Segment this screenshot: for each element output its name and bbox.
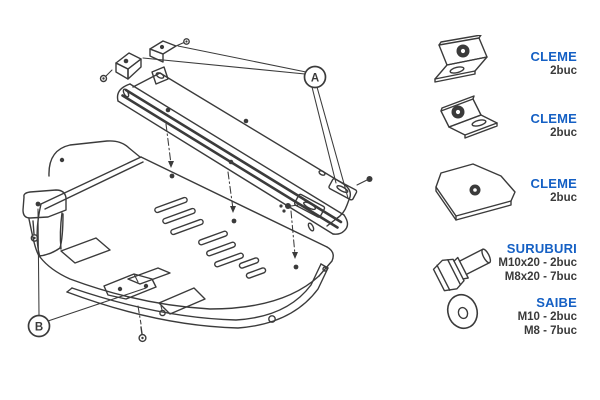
part-name: CLEME [530, 49, 577, 64]
callout-b-label: B [35, 322, 43, 334]
part-name: SURUBURI [506, 241, 577, 256]
part-size-quantity: M10x20 - 2buc [498, 257, 577, 269]
callout-a: A [303, 65, 327, 89]
bottom-bracket-assembly [103, 267, 171, 343]
skid-plate [22, 140, 334, 343]
alignment-dash-lines [137, 123, 298, 325]
part-name: SAIBE [536, 295, 577, 310]
callout-b-leader-lines [37, 208, 147, 322]
part-quantity: 2buc [550, 65, 577, 77]
angle-clamp-left-icon [434, 35, 488, 83]
part-quantity: 2buc [550, 127, 577, 139]
crossmember-rail [116, 66, 373, 235]
parts-list-item-2: CLEME 2buc [531, 112, 578, 140]
callout-a-label: A [311, 73, 319, 85]
part-size-quantity: M8x20 - 7buc [504, 270, 577, 283]
rail-clamp-plate-1 [328, 178, 358, 201]
parts-list-item-3: CLEME 2buc [531, 177, 578, 205]
callout-b: B [27, 314, 51, 338]
mount-bracket-top-right [149, 38, 190, 63]
parts-list-item-4: SURUBURI M10x20 - 2buc M8x20 - 7buc [498, 242, 577, 283]
vent-slots [154, 196, 267, 279]
flat-clamp-icon [435, 163, 516, 221]
part-name: CLEME [530, 176, 577, 191]
rail-clamp-plate-2 [293, 193, 326, 218]
bolt-icon [432, 248, 492, 292]
part-size-quantity: M10 - 2buc [517, 311, 577, 323]
mount-bracket-top-left [99, 52, 142, 83]
parts-list-item-5: SAIBE M10 - 2buc M8 - 7buc [518, 296, 577, 337]
left-mount-tab [22, 189, 67, 242]
part-size-quantity: M8 - 7buc [523, 324, 577, 337]
part-quantity: 2buc [550, 192, 577, 204]
part-name: CLEME [530, 111, 577, 126]
callout-a-leader-lines [142, 45, 349, 199]
parts-list-item-1: CLEME 2buc [531, 50, 578, 78]
washer-icon [446, 293, 479, 330]
angle-clamp-right-icon [440, 95, 498, 139]
exploded-diagram: A B [22, 38, 373, 343]
